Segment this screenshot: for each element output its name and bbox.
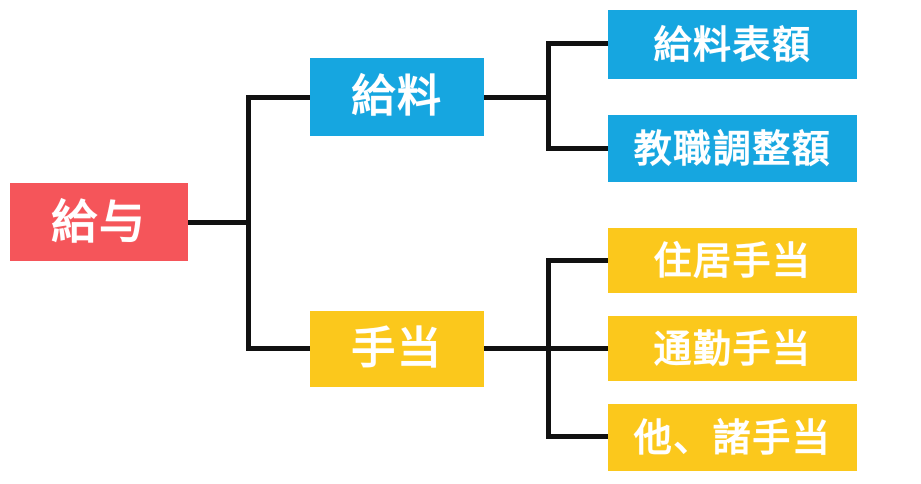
connector-allowance-stub: [483, 346, 551, 351]
connector-root-stub: [188, 220, 251, 225]
connector-allowance-to-other-allowances: [546, 434, 610, 439]
node-housing-allowance[interactable]: 住居手当: [608, 228, 857, 293]
node-teaching-adjustment-amount[interactable]: 教職調整額: [608, 115, 857, 182]
node-salary[interactable]: 給料: [310, 58, 484, 136]
node-commuting-allowance[interactable]: 通勤手当: [608, 316, 857, 381]
connector-salary-to-salary-table: [546, 41, 610, 46]
node-salary-table-amount[interactable]: 給料表額: [608, 10, 857, 79]
connector-root-to-salary: [246, 95, 312, 100]
connector-root-to-allowance: [246, 346, 312, 351]
node-root-salary-total[interactable]: 給与: [10, 183, 188, 261]
connector-salary-to-teaching-adjust: [546, 146, 610, 151]
node-allowance[interactable]: 手当: [310, 311, 484, 387]
node-other-allowances[interactable]: 他、諸手当: [608, 404, 857, 471]
connector-allowance-to-housing: [546, 258, 610, 263]
connector-salary-stub: [483, 95, 551, 100]
connector-allowance-to-commuting: [546, 346, 610, 351]
connector-level1-trunk: [246, 95, 251, 351]
connector-salary-trunk: [546, 41, 551, 151]
